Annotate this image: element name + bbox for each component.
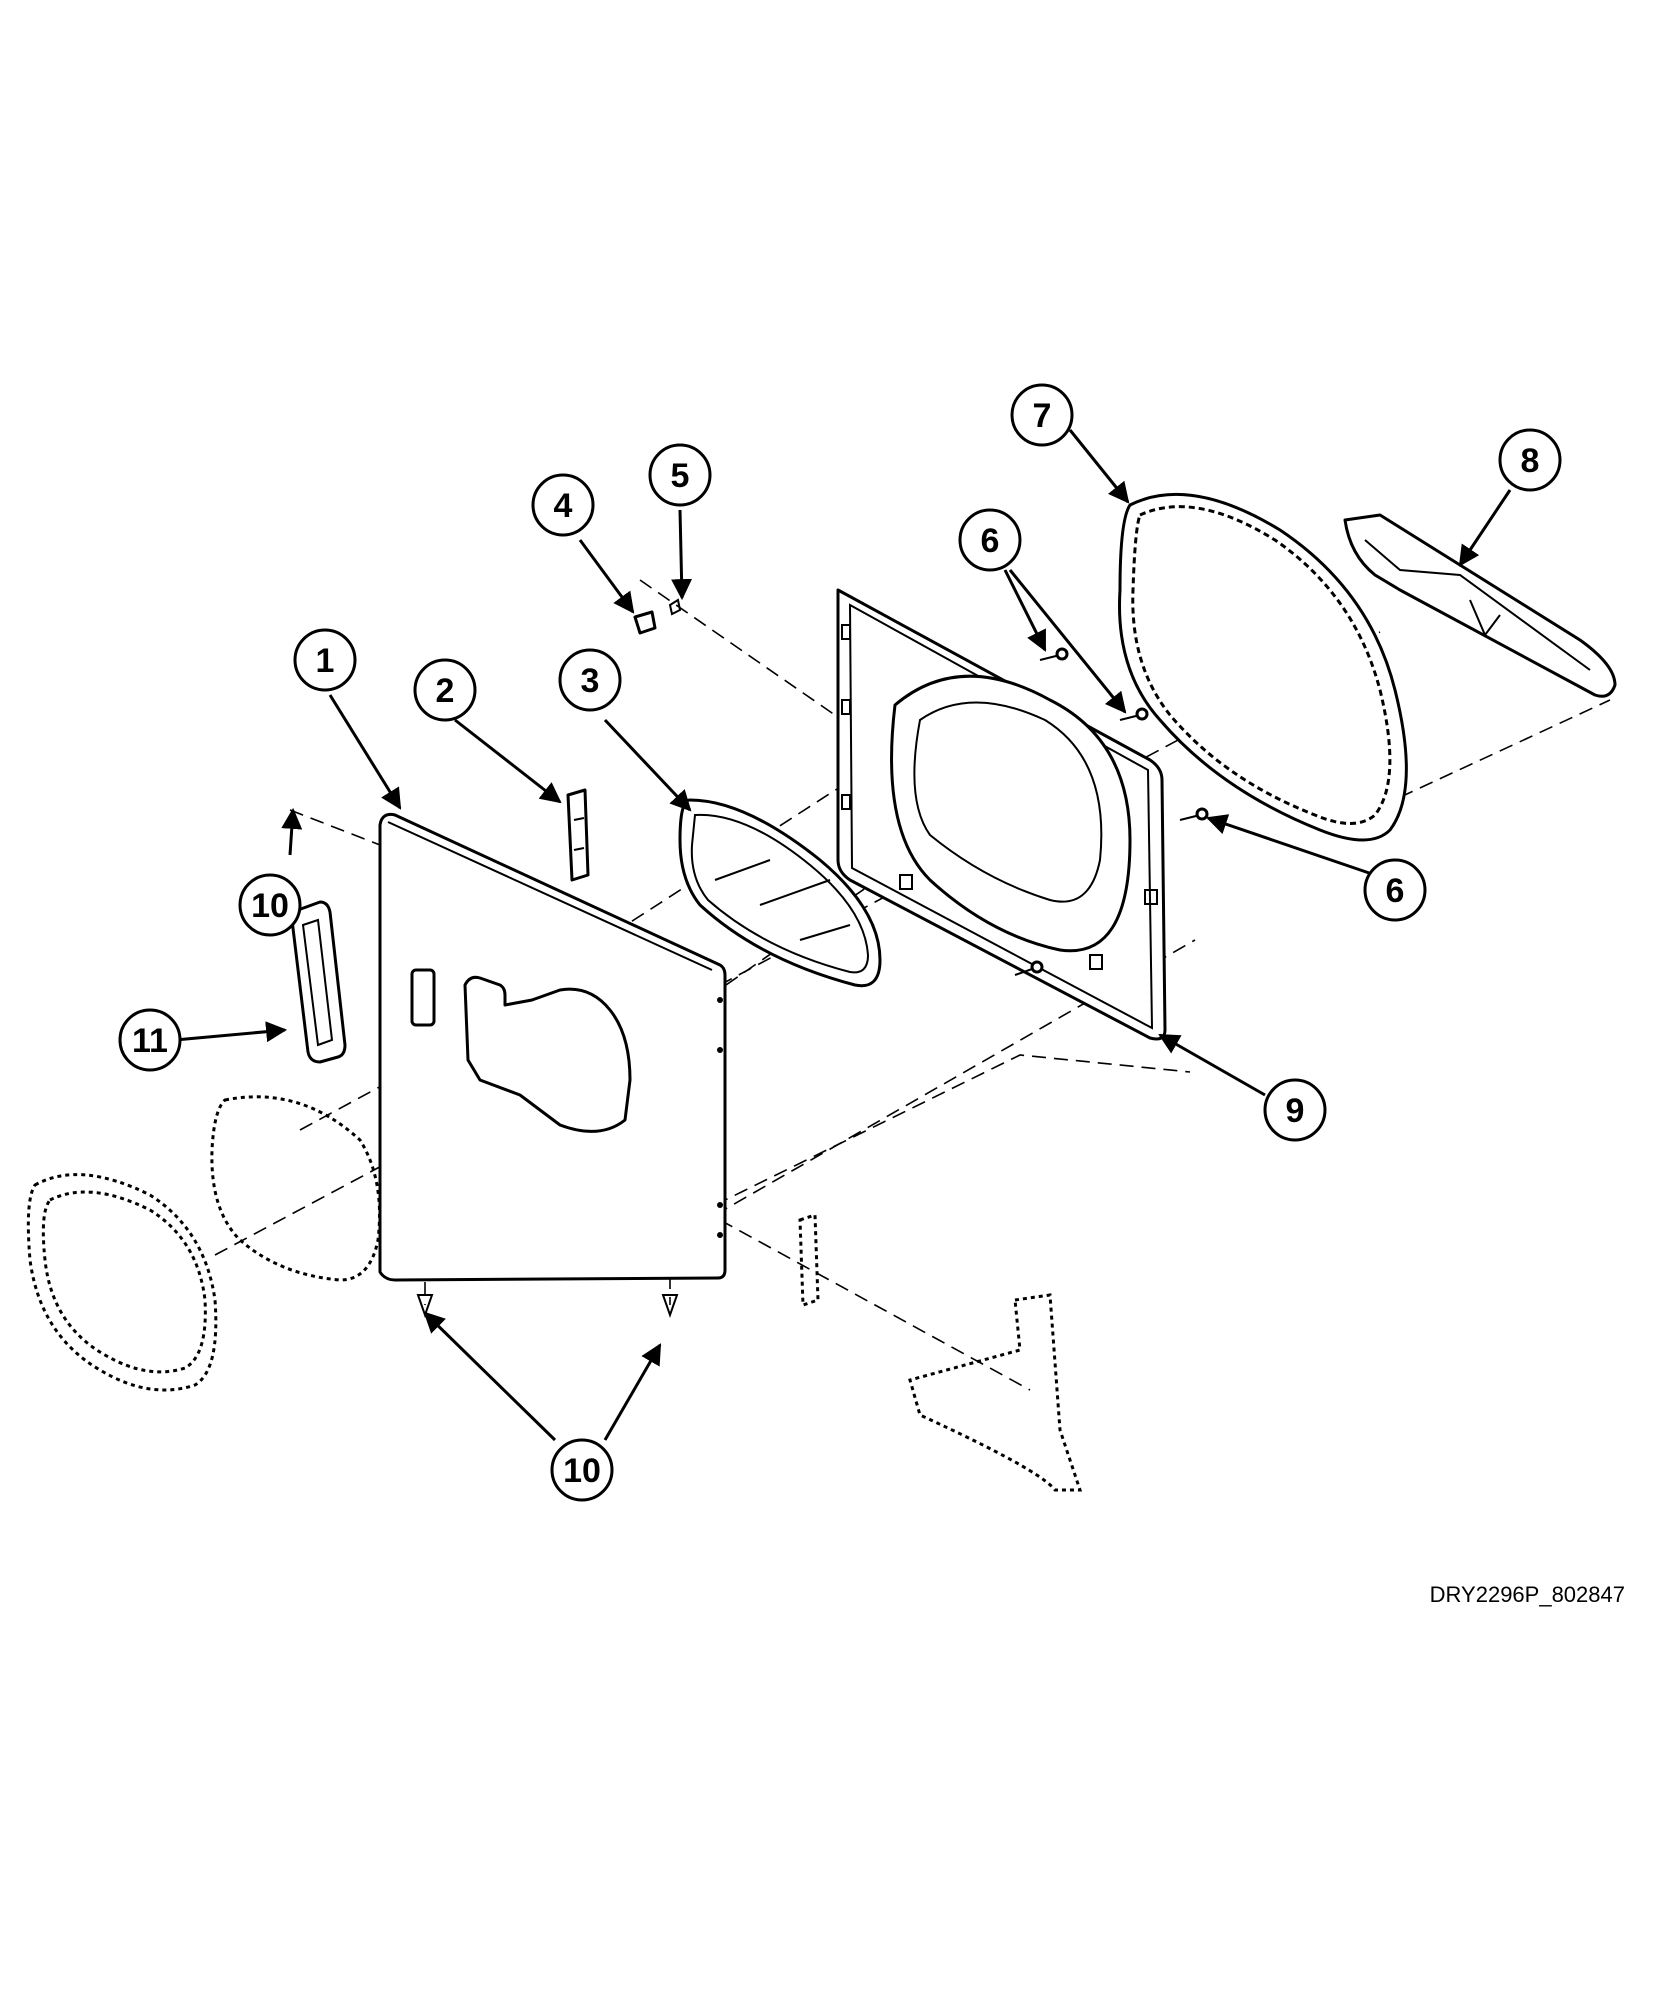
callout-9: 9 xyxy=(1263,1078,1327,1142)
callout-3-label: 3 xyxy=(581,662,600,700)
callout-4-label: 4 xyxy=(554,487,573,525)
bracket-part xyxy=(566,788,590,882)
callout-1-label: 1 xyxy=(316,642,335,680)
callout-10-top-label: 10 xyxy=(251,887,289,925)
callout-3: 3 xyxy=(558,648,622,712)
callout-10-top: 10 xyxy=(238,873,302,937)
drum-seal-part xyxy=(1118,492,1408,842)
callout-11: 11 xyxy=(118,1008,182,1072)
diagram-caption: DRY2296P_802847 xyxy=(1430,1582,1625,1607)
latch-part xyxy=(633,598,682,635)
callout-5: 5 xyxy=(648,443,712,507)
callout-1: 1 xyxy=(293,628,357,692)
callout-5-label: 5 xyxy=(671,457,690,495)
front-frame-part xyxy=(836,588,1167,1041)
leader-lines xyxy=(174,429,1512,1442)
callout-10-bottom-label: 10 xyxy=(563,1452,601,1490)
callout-11-label: 11 xyxy=(132,1022,168,1060)
callout-6-right-label: 6 xyxy=(1386,872,1405,910)
callout-6-right: 6 xyxy=(1363,858,1427,922)
callout-8-label: 8 xyxy=(1521,442,1540,480)
screw-parts xyxy=(1014,647,1209,976)
callout-2-label: 2 xyxy=(436,672,455,710)
phantom-door xyxy=(26,1095,1083,1492)
callout-6-top-label: 6 xyxy=(981,522,1000,560)
callout-6-top: 6 xyxy=(958,508,1022,572)
callout-2: 2 xyxy=(413,658,477,722)
rail-part xyxy=(1343,513,1617,698)
bottom-screws xyxy=(416,1294,679,1319)
callout-4: 4 xyxy=(531,473,595,537)
front-panel-part xyxy=(378,813,727,1282)
door-seal-part xyxy=(678,798,882,988)
callout-9-label: 9 xyxy=(1286,1092,1305,1130)
callout-8: 8 xyxy=(1498,428,1562,492)
callout-7: 7 xyxy=(1010,383,1074,447)
callout-7-label: 7 xyxy=(1033,397,1052,435)
handle-part xyxy=(290,900,347,1064)
callout-10-bottom: 10 xyxy=(550,1438,614,1502)
